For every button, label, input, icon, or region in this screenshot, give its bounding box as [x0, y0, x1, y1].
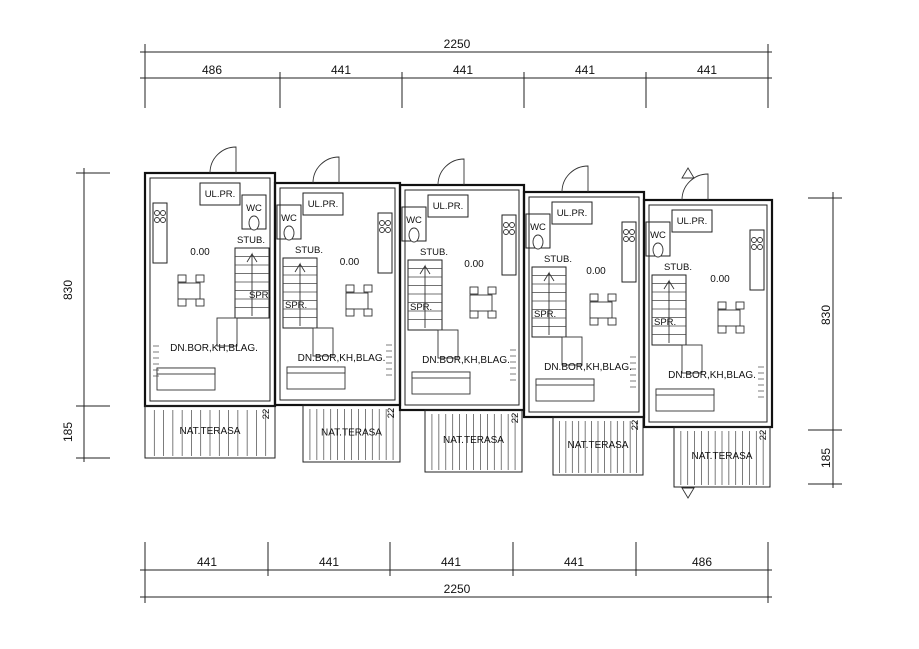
bottom-segment-dimension: 441 — [564, 555, 584, 569]
dining-table — [717, 301, 745, 334]
living-furniture — [156, 317, 238, 391]
top-overall-dimension: 2250 — [444, 37, 471, 51]
room-label-wc: WC — [406, 215, 422, 226]
floor-level: 0.00 — [586, 266, 606, 277]
room-label-living: DN.BOR,KH,BLAG. — [298, 353, 386, 364]
top-segment-dimension: 441 — [697, 63, 717, 77]
top-segment-dimension: 441 — [453, 63, 473, 77]
stair — [531, 266, 567, 338]
room-label-storage: SPR. — [285, 300, 307, 311]
top-segment-dimension: 441 — [575, 63, 595, 77]
stair — [282, 257, 318, 329]
room-label-stair: STUB. — [544, 254, 572, 265]
section-marker-top — [681, 167, 695, 179]
stair — [651, 274, 687, 346]
room-label-terrace: NAT.TERASA — [443, 435, 504, 446]
bottom-segment-dimension: 441 — [319, 555, 339, 569]
bottom-overall-dimension: 2250 — [444, 582, 471, 596]
room-label-wc: WC — [530, 222, 546, 233]
right-lower-dimension: 185 — [819, 448, 833, 468]
living-furniture — [655, 344, 715, 412]
top-dimension-chain: 2250 486 441 441 441 441 — [140, 37, 772, 108]
room-label-stair: STUB. — [295, 245, 323, 256]
left-lower-dimension: 185 — [61, 422, 75, 442]
room-label-entrance: UL.PR. — [205, 189, 236, 200]
room-label-wc: WC — [281, 213, 297, 224]
right-upper-dimension: 830 — [819, 305, 833, 325]
left-dimension-chain: 830 185 — [61, 168, 110, 462]
room-label-terrace: NAT.TERASA — [321, 428, 382, 439]
top-segment-dimension: 486 — [202, 63, 222, 77]
stair — [234, 247, 270, 319]
floor-level: 0.00 — [340, 257, 360, 268]
room-label-wc: WC — [650, 230, 666, 241]
room-label-entrance: UL.PR. — [433, 201, 464, 212]
kitchen-counter — [501, 214, 517, 276]
kitchen-counter — [152, 202, 168, 264]
bottom-dimension-chain: 441 441 441 441 486 2250 — [140, 542, 772, 603]
room-label-terrace: NAT.TERASA — [692, 451, 753, 462]
room-label-terrace: NAT.TERASA — [180, 426, 241, 437]
room-label-living: DN.BOR,KH,BLAG. — [170, 343, 258, 354]
room-label-living: DN.BOR,KH,BLAG. — [544, 362, 632, 373]
dining-table — [177, 274, 205, 307]
bottom-segment-dimension: 441 — [197, 555, 217, 569]
terrace — [424, 409, 523, 473]
room-label-living: DN.BOR,KH,BLAG. — [668, 370, 756, 381]
terrace — [302, 404, 401, 463]
dining-table — [589, 293, 617, 326]
right-dimension-chain: 830 185 — [808, 192, 842, 488]
wall-thickness-note: 22 — [386, 408, 397, 419]
floor-level: 0.00 — [190, 247, 210, 258]
room-label-storage: SPR. — [410, 302, 432, 313]
room-label-terrace: NAT.TERASA — [568, 440, 629, 451]
living-furniture — [286, 327, 346, 390]
room-label-stair: STUB. — [420, 247, 448, 258]
floor-level: 0.00 — [464, 259, 484, 270]
room-label-storage: SPR. — [534, 309, 556, 320]
left-upper-dimension: 830 — [61, 280, 75, 300]
wall-thickness-note: 22 — [510, 413, 521, 424]
living-furniture — [411, 329, 471, 395]
wall-thickness-note: 22 — [261, 409, 272, 420]
dining-table — [469, 286, 497, 319]
bottom-segment-dimension: 441 — [441, 555, 461, 569]
stair — [407, 259, 443, 331]
room-label-entrance: UL.PR. — [557, 208, 588, 219]
room-label-stair: STUB. — [664, 262, 692, 273]
top-segment-dimension: 441 — [331, 63, 351, 77]
living-furniture — [535, 336, 595, 402]
kitchen-counter — [377, 212, 393, 274]
terrace — [673, 426, 771, 488]
room-label-storage: SPR. — [249, 290, 271, 301]
kitchen-counter — [749, 229, 765, 291]
room-label-entrance: UL.PR. — [677, 216, 708, 227]
kitchen-counter — [621, 221, 637, 283]
bottom-segment-dimension: 486 — [692, 555, 712, 569]
floor-level: 0.00 — [710, 274, 730, 285]
terrace — [552, 416, 644, 476]
wall-thickness-note: 22 — [758, 430, 769, 441]
room-label-entrance: UL.PR. — [308, 199, 339, 210]
dining-table — [345, 284, 373, 317]
wall-thickness-note: 22 — [630, 420, 641, 431]
room-label-storage: SPR. — [654, 317, 676, 328]
room-label-stair: STUB. — [237, 235, 265, 246]
room-label-wc: WC — [246, 203, 262, 214]
terrace — [144, 405, 276, 459]
room-label-living: DN.BOR,KH,BLAG. — [422, 355, 510, 366]
section-marker-bottom — [681, 487, 695, 499]
